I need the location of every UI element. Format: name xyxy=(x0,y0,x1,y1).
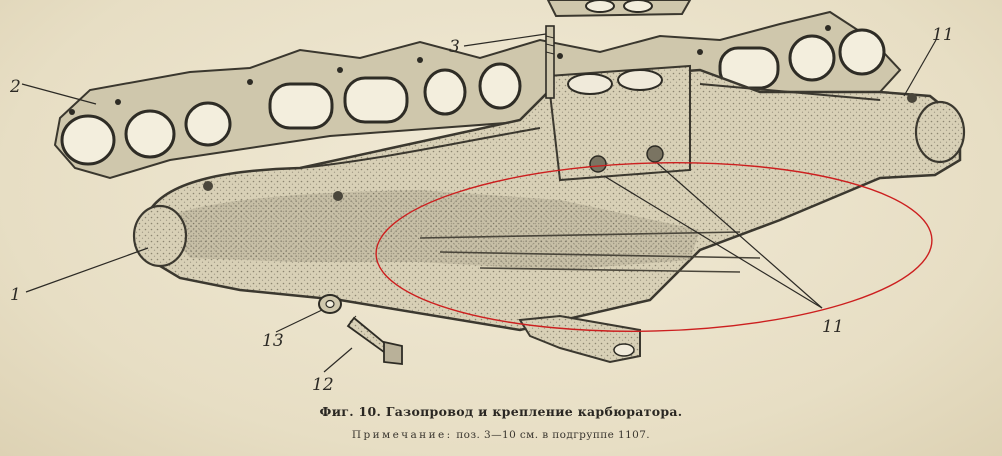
leader-lines xyxy=(21,33,937,373)
gasket xyxy=(53,10,902,180)
manifold-body xyxy=(132,64,966,364)
callout-3: 3 xyxy=(449,37,460,57)
callout-1: 1 xyxy=(10,285,21,305)
note-body: поз. 3—10 см. в подгруппе 1107. xyxy=(456,429,651,441)
callout-12: 12 xyxy=(312,375,334,395)
note-prefix: Примечание: xyxy=(351,429,453,441)
manifold-illustration: 2 1 3 11 11 13 12 xyxy=(9,0,966,395)
annotation-ellipse xyxy=(375,162,933,332)
carburetor-gasket xyxy=(546,0,692,18)
washer xyxy=(318,294,342,314)
figure-caption: Фиг. 10. Газопровод и крепление карбюрат… xyxy=(319,404,683,419)
stud xyxy=(545,25,555,99)
bolt xyxy=(346,315,403,366)
callout-2: 2 xyxy=(9,77,21,97)
figure-note: Примечание: поз. 3—10 см. в подгруппе 11… xyxy=(0,429,1002,441)
callout-11-top: 11 xyxy=(932,25,954,45)
callout-11-bottom: 11 xyxy=(822,317,844,337)
callout-13: 13 xyxy=(262,331,284,351)
